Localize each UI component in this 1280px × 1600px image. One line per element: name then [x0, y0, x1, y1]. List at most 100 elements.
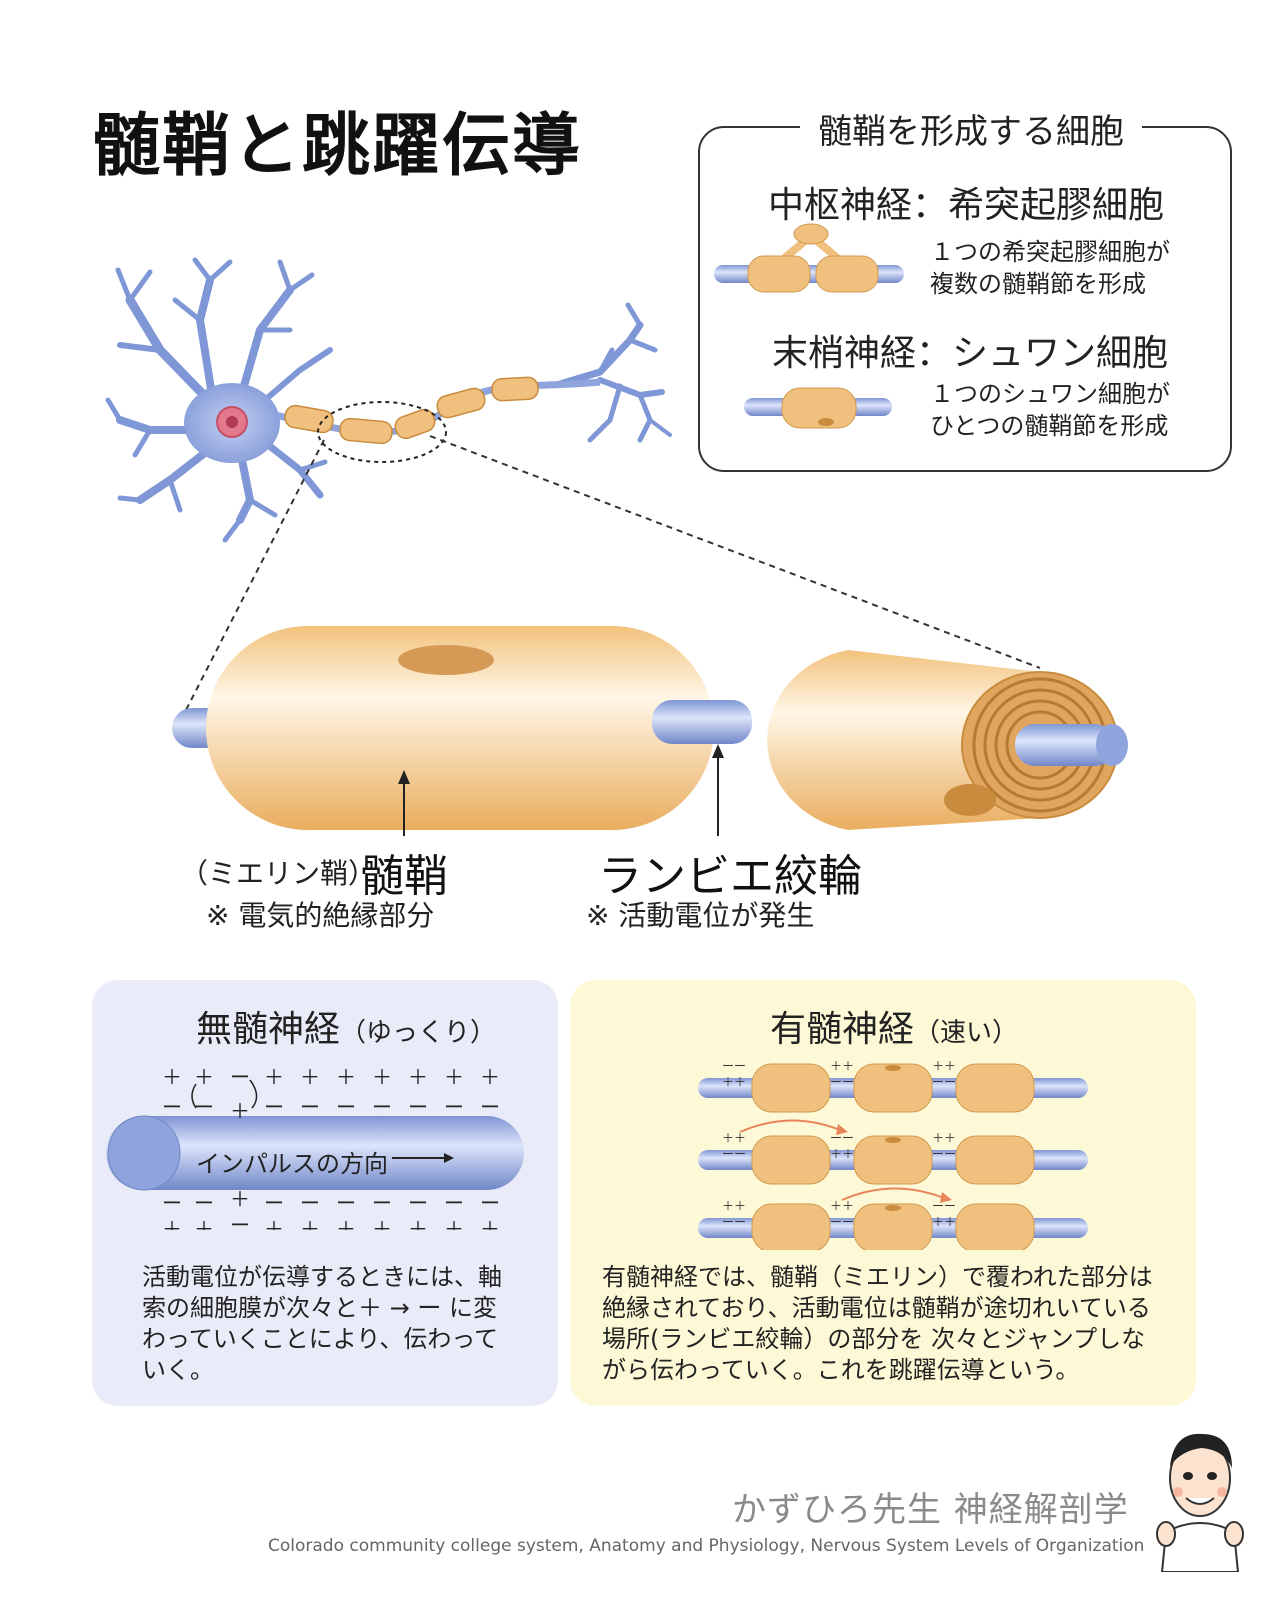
myelinated-title: 有髄神経（速い） [770, 1000, 1018, 1052]
svg-text:ー: ー [162, 1095, 182, 1119]
svg-text:ーー: ーー [830, 1075, 854, 1089]
svg-text:ー: ー [408, 1095, 428, 1119]
svg-text:ー: ー [480, 1095, 500, 1119]
svg-text:＋＋: ＋＋ [932, 1059, 956, 1073]
svg-text:ーー: ーー [830, 1131, 854, 1145]
svg-text:＋: ＋ [336, 1065, 356, 1089]
svg-text:ー: ー [162, 1191, 182, 1215]
pns-title: 末梢神経：シュワン細胞 [772, 333, 1169, 374]
myelin-pointer-arrow [398, 770, 410, 836]
svg-text:＋＋: ＋＋ [830, 1059, 854, 1073]
svg-text:ー: ー [336, 1191, 356, 1215]
footer-title: かずひろ先生 神経解剖学 [732, 1490, 1129, 1530]
cns-title: 中枢神経：希突起膠細胞 [768, 185, 1165, 226]
svg-text:＋: ＋ [194, 1065, 214, 1089]
unmyelinated-title-text: 無髄神経 [196, 1009, 341, 1050]
svg-text:ー: ー [480, 1191, 500, 1215]
svg-text:ー: ー [408, 1191, 428, 1215]
unmyelinated-panel [92, 980, 558, 1406]
zoom-line-left [184, 439, 325, 713]
svg-text:ー: ー [194, 1095, 214, 1119]
svg-text:ーー: ーー [932, 1199, 956, 1213]
svg-text:＋: ＋ [372, 1217, 392, 1230]
zoom-line-right [429, 435, 1041, 669]
svg-text:＋＋: ＋＋ [932, 1131, 956, 1145]
svg-text:ーー: ーー [932, 1075, 956, 1089]
myelinated-axon-illustration [172, 626, 1128, 830]
myelinated-axon-row-2 [698, 1119, 1088, 1185]
svg-text:ー: ー [300, 1095, 320, 1119]
avatar-teacher [1156, 1433, 1244, 1572]
svg-text:＋: ＋ [300, 1065, 320, 1089]
myelinated-axon-row-1 [698, 1063, 1088, 1113]
unmyelinated-axon-diagram: ＋＋ー＋＋＋＋＋＋＋ ーー＋ーーーーーーー ーー＋ーーーーーーー ＋＋ー＋＋＋＋… [106, 1065, 524, 1230]
myelinated-title-text: 有髄神経 [770, 1009, 915, 1050]
unmyelinated-subtitle: （ゆっくり） [340, 1018, 497, 1048]
svg-text:ー: ー [264, 1191, 284, 1215]
svg-text:＋: ＋ [194, 1217, 214, 1230]
svg-text:＋: ＋ [300, 1217, 320, 1230]
unmyelinated-description: 活動電位が伝導するときには、軸索の細胞膜が次々と＋ → ー に変わっていくことに… [142, 1263, 502, 1384]
svg-text:＋: ＋ [444, 1217, 464, 1230]
svg-text:＋: ＋ [230, 1187, 250, 1211]
svg-text:ーー: ーー [722, 1215, 746, 1229]
myelin-prefix-label: （ミエリン鞘） [180, 857, 377, 890]
svg-text:ー: ー [300, 1191, 320, 1215]
myelin-cells-heading: 髄鞘を形成する細胞 [800, 104, 1142, 153]
saltatory-conduction-diagram: ーー＋＋ ＋＋ーー ＋＋ーー ＋＋ーー ーー＋＋ ＋＋ーー ＋＋ーー ＋＋ーー … [698, 1059, 1088, 1250]
myelin-segments [284, 376, 539, 445]
myelinated-axon-row-3 [698, 1187, 1088, 1250]
svg-text:＋: ＋ [264, 1065, 284, 1089]
svg-text:＋: ＋ [372, 1065, 392, 1089]
svg-text:＋＋: ＋＋ [722, 1199, 746, 1213]
svg-text:ー: ー [230, 1213, 250, 1230]
pns-desc-line1: １つのシュワン細胞が [930, 380, 1170, 408]
oligodendrocyte-icon [714, 223, 904, 293]
node-pointer-arrow [712, 744, 724, 836]
myelin-label: 髄鞘 [360, 851, 448, 902]
svg-text:ー: ー [194, 1191, 214, 1215]
neuron-illustration [105, 257, 672, 543]
footer-credit: Colorado community college system, Anato… [268, 1536, 1145, 1556]
myelinated-panel [570, 980, 1196, 1406]
svg-text:＋: ＋ [162, 1065, 182, 1089]
svg-text:＋＋: ＋＋ [932, 1215, 956, 1229]
svg-text:＋: ＋ [264, 1217, 284, 1230]
page-title: 髄鞘と跳躍伝導 [92, 107, 583, 186]
svg-text:ー: ー [372, 1191, 392, 1215]
pns-desc-line2: ひとつの髄鞘節を形成 [930, 412, 1169, 440]
svg-text:ー: ー [372, 1095, 392, 1119]
svg-text:＋: ＋ [408, 1065, 428, 1089]
node-note: ※ 活動電位が発生 [586, 899, 815, 932]
pns-description: １つのシュワン細胞が ひとつの髄鞘節を形成 [930, 378, 1170, 442]
svg-text:＋: ＋ [480, 1217, 500, 1230]
svg-text:ーー: ーー [830, 1215, 854, 1229]
cns-desc-line2: 複数の髄鞘節を形成 [930, 270, 1146, 298]
svg-text:ー: ー [336, 1095, 356, 1119]
svg-text:＋: ＋ [230, 1099, 250, 1123]
svg-text:＋: ＋ [480, 1065, 500, 1089]
unmyelinated-title: 無髄神経（ゆっくり） [196, 1000, 496, 1052]
svg-text:＋＋: ＋＋ [722, 1075, 746, 1089]
zoom-circle [317, 401, 447, 463]
svg-text:ー: ー [230, 1065, 250, 1089]
schwann-cell-icon [744, 387, 892, 429]
svg-text:＋: ＋ [336, 1217, 356, 1230]
main-illustration [105, 223, 1128, 836]
node-of-ranvier-label: ランビエ絞輪 [598, 851, 862, 902]
cns-desc-line1: １つの希突起膠細胞が [930, 238, 1170, 266]
svg-text:＋＋: ＋＋ [830, 1199, 854, 1213]
neuron-nucleolus [226, 416, 238, 428]
svg-text:ーー: ーー [932, 1147, 956, 1161]
svg-text:＋: ＋ [162, 1217, 182, 1230]
cns-description: １つの希突起膠細胞が 複数の髄鞘節を形成 [930, 236, 1170, 300]
svg-text:ー: ー [264, 1095, 284, 1119]
myelinated-subtitle: （速い） [914, 1018, 1019, 1048]
svg-text:ー: ー [444, 1191, 464, 1215]
svg-text:＋: ＋ [444, 1065, 464, 1089]
svg-text:ーー: ーー [722, 1059, 746, 1073]
myelinated-description: 有髄神経では、髄鞘（ミエリン）で覆われた部分は絶縁されており、活動電位は髄鞘が途… [602, 1263, 1153, 1384]
membrane-charge-marks: ーー＋＋ ＋＋ーー ＋＋ーー ＋＋ーー ーー＋＋ ＋＋ーー ＋＋ーー ＋＋ーー … [722, 1059, 956, 1229]
svg-text:ー: ー [444, 1095, 464, 1119]
svg-text:＋＋: ＋＋ [722, 1131, 746, 1145]
